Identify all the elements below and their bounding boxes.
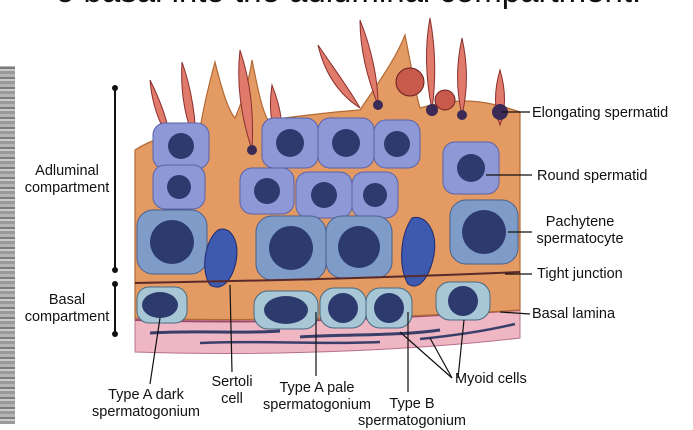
round-spermatid-nucleus: [167, 175, 191, 199]
basal-compartment-label: Basal compartment: [22, 292, 112, 326]
bracket-end: [112, 85, 118, 91]
pachytene-nucleus: [338, 226, 380, 268]
type-b-nucleus: [374, 293, 404, 323]
sertoli-label-line1: Sertoli: [204, 374, 260, 391]
elongating-spermatid-label: Elongating spermatid: [532, 105, 668, 122]
round-spermatid-nucleus: [363, 183, 387, 207]
sertoli-cell-label: Sertoli cell: [204, 374, 260, 408]
round-spermatid-nucleus: [332, 129, 360, 157]
spermatogonium-nucleus: [448, 286, 478, 316]
type-a-dark-label-line2: spermatogonium: [88, 404, 204, 421]
adluminal-label-line1: Adluminal: [22, 163, 112, 180]
type-b-label-line1: Type B: [352, 396, 472, 413]
myoid-cells-label: Myoid cells: [455, 371, 527, 388]
pachytene-nucleus: [269, 226, 313, 270]
pachytene-nucleus: [462, 210, 506, 254]
spermatid-head: [247, 145, 257, 155]
type-a-dark-label-line1: Type A dark: [88, 387, 204, 404]
spermatid-head: [426, 104, 438, 116]
elongating-spermatid: [360, 20, 378, 105]
sertoli-label-line2: cell: [204, 391, 260, 408]
myoid-cell: [200, 342, 380, 343]
myoid-cell: [150, 331, 280, 333]
pachytene-spermatocyte-label: Pachytene spermatocyte: [530, 214, 630, 248]
adluminal-label-line2: compartment: [22, 180, 112, 197]
elongating-spermatid: [318, 45, 360, 108]
round-spermatid-nucleus: [457, 154, 485, 182]
pachytene-nucleus: [150, 220, 194, 264]
residual-body: [396, 68, 424, 96]
round-spermatid-nucleus: [276, 129, 304, 157]
elongating-spermatid: [426, 18, 434, 110]
basal-label-line2: compartment: [22, 309, 112, 326]
round-spermatid-nucleus: [254, 178, 280, 204]
type-b-label-line2: spermatogonium: [352, 413, 472, 430]
round-spermatid-nucleus: [311, 182, 337, 208]
type-a-dark-nucleus: [142, 292, 178, 318]
residual-body: [435, 90, 455, 110]
bracket-end: [112, 281, 118, 287]
type-b-label: Type B spermatogonium: [352, 396, 472, 430]
basal-label-line1: Basal: [22, 292, 112, 309]
basal-lamina-label: Basal lamina: [532, 306, 615, 323]
adluminal-compartment-label: Adluminal compartment: [22, 163, 112, 197]
type-a-pale-label-line1: Type A pale: [258, 380, 376, 397]
type-b-nucleus: [328, 293, 358, 323]
round-spermatid-nucleus: [384, 131, 410, 157]
round-spermatid-label: Round spermatid: [537, 168, 647, 185]
round-spermatid-nucleus: [168, 133, 194, 159]
bracket-end: [112, 267, 118, 273]
pachytene-label-line2: spermatocyte: [530, 231, 630, 248]
tight-junction-label: Tight junction: [537, 266, 623, 283]
type-a-pale-nucleus: [264, 296, 308, 324]
pachytene-label-line1: Pachytene: [530, 214, 630, 231]
type-a-dark-label: Type A dark spermatogonium: [88, 387, 204, 421]
spermatid-head: [373, 100, 383, 110]
spermatid-head: [457, 110, 467, 120]
bracket-end: [112, 331, 118, 337]
